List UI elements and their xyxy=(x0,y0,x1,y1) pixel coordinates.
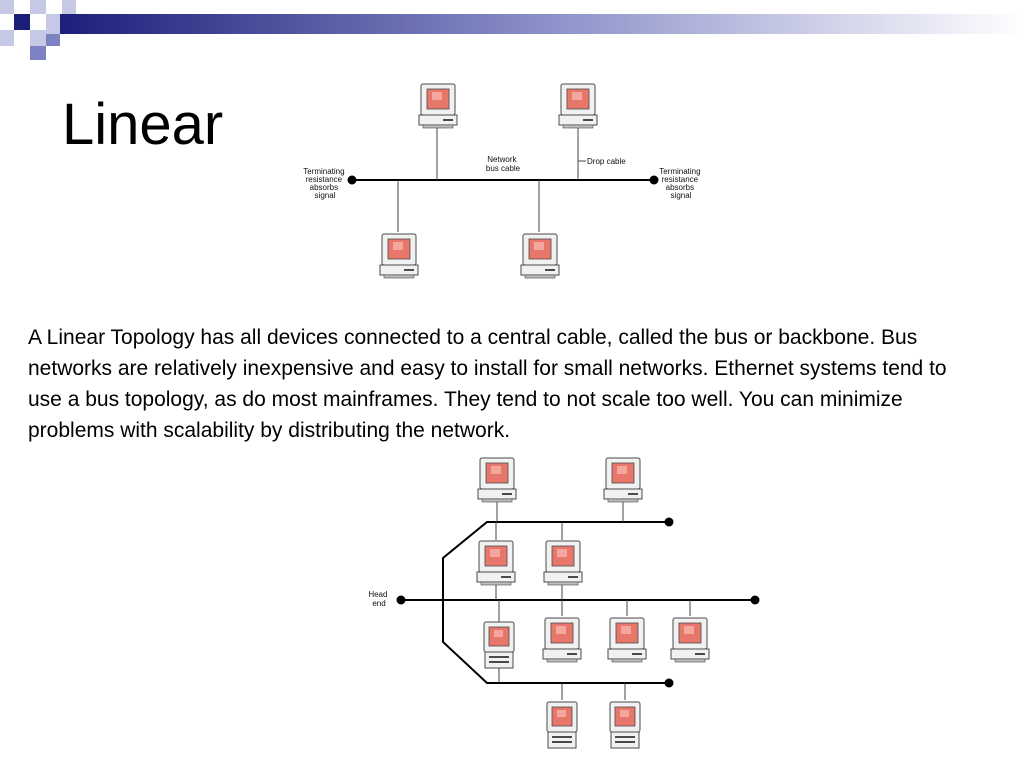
banner-squares xyxy=(0,0,76,60)
head-end-label: Head end xyxy=(368,590,389,608)
distributed-bus-diagram: Head end xyxy=(368,457,760,749)
slide-title: Linear xyxy=(62,92,224,157)
terminator-dot-icon xyxy=(396,595,406,605)
terminator-dot-icon xyxy=(649,175,659,185)
linear-bus-diagram: Terminating resistance absorbs signal Te… xyxy=(303,83,703,279)
banner-gradient-bar xyxy=(60,14,1024,34)
upper-branch-cable xyxy=(442,521,669,600)
drop-cable-label: Drop cable xyxy=(587,157,626,166)
desktop-computer-icon xyxy=(546,701,578,749)
desktop-computer-icon xyxy=(418,83,458,129)
desktop-computer-icon xyxy=(670,617,710,663)
desktop-computer-icon xyxy=(483,621,515,669)
slide-body-text: A Linear Topology has all devices connec… xyxy=(28,326,947,442)
desktop-computer-icon xyxy=(520,233,560,279)
terminator-right-label: Terminating resistance absorbs signal xyxy=(659,167,703,200)
desktop-computer-icon xyxy=(477,457,517,503)
desktop-computer-icon xyxy=(543,540,583,586)
network-bus-cable-label: Network bus cable xyxy=(486,155,521,173)
desktop-computer-icon xyxy=(379,233,419,279)
title-banner xyxy=(0,0,1024,60)
desktop-computer-icon xyxy=(476,540,516,586)
terminator-dot-icon xyxy=(750,595,760,605)
desktop-computer-icon xyxy=(558,83,598,129)
terminator-dot-icon xyxy=(664,678,674,688)
desktop-computer-icon xyxy=(603,457,643,503)
desktop-computer-icon xyxy=(607,617,647,663)
terminator-dot-icon xyxy=(664,517,674,527)
desktop-computer-icon xyxy=(542,617,582,663)
lower-branch-cable xyxy=(442,600,669,684)
terminator-left-label: Terminating resistance absorbs signal xyxy=(303,167,347,200)
terminator-dot-icon xyxy=(347,175,357,185)
desktop-computer-icon xyxy=(609,701,641,749)
